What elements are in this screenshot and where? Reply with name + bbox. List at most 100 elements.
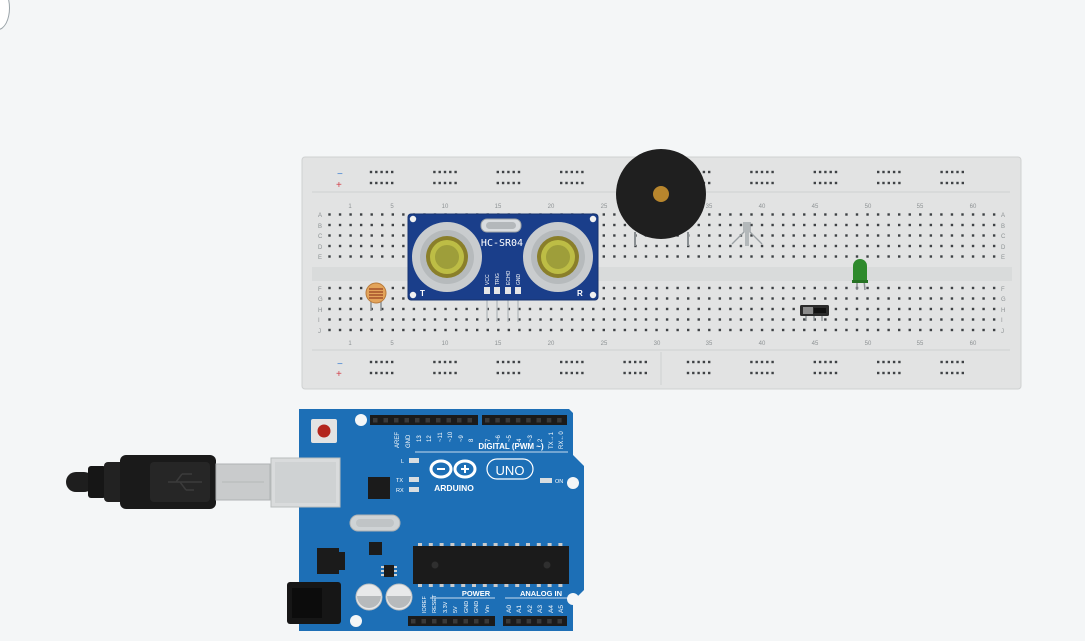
analog-header-label: ANALOG IN	[520, 589, 562, 598]
breadboard-hole	[971, 307, 975, 311]
chip-pin	[439, 543, 444, 546]
breadboard-hole	[887, 318, 890, 321]
breadboard-holes[interactable]	[328, 170, 996, 375]
breadboard-hole	[581, 318, 584, 321]
pin-label-aref: AREF	[395, 432, 401, 448]
breadboard-hole	[359, 244, 363, 248]
col-num: 60	[970, 204, 977, 210]
row-letter: A	[318, 213, 322, 219]
digital-header-holes	[373, 418, 562, 423]
breadboard-hole	[803, 223, 806, 227]
arduino-uno[interactable]: AREF GND 13 12 ~11 ~10 ~9 8 7 ~6 ~5 4 ~3…	[270, 409, 584, 631]
pin-label: GND	[474, 601, 480, 613]
breadboard-hole	[781, 213, 785, 216]
reset-button[interactable]	[317, 424, 331, 438]
analog-header[interactable]	[503, 616, 567, 626]
chip-pin	[482, 584, 487, 587]
breadboard-hole	[982, 297, 985, 300]
breadboard-hole	[444, 318, 447, 321]
rail-hole	[829, 170, 832, 174]
rail-hole	[961, 360, 964, 364]
chip-pin	[558, 584, 563, 587]
row-letter: I	[318, 318, 320, 324]
breadboard-hole	[940, 255, 943, 258]
breadboard-hole	[623, 297, 627, 300]
mount-hole	[350, 615, 362, 627]
breadboard-hole	[381, 255, 384, 258]
digital-header-left[interactable]	[370, 415, 478, 425]
rail-hole	[581, 371, 584, 375]
rail-hole	[834, 360, 838, 364]
breadboard-hole	[940, 328, 943, 332]
rail-hole	[750, 170, 753, 174]
photoresistor[interactable]	[365, 282, 387, 311]
green-led[interactable]	[852, 259, 868, 291]
slide-switch[interactable]	[800, 305, 829, 321]
breadboard-hole	[771, 213, 774, 216]
usb-cable[interactable]	[66, 455, 271, 509]
header-hole	[515, 418, 521, 423]
breadboard-hole	[792, 223, 795, 227]
mount-hole	[567, 477, 579, 489]
breadboard-hole	[771, 223, 774, 227]
chip-pin	[450, 543, 455, 546]
digital-header-right[interactable]	[482, 415, 567, 425]
breadboard-hole	[803, 328, 806, 332]
rail-hole	[565, 181, 568, 185]
rail-hole	[750, 360, 753, 364]
breadboard-hole	[771, 297, 774, 300]
breadboard-hole	[898, 318, 901, 321]
breadboard-hole	[929, 307, 933, 311]
row-letter: B	[1001, 224, 1005, 230]
breadboard-hole	[655, 244, 658, 248]
power-pin-labels: IOREF RESET 3.3V 5V GND GND Vin	[422, 594, 491, 613]
breadboard-hole	[961, 244, 964, 248]
rgb-led-legs[interactable]	[731, 222, 763, 246]
breadboard-hole	[781, 255, 785, 258]
breadboard-hole	[644, 297, 648, 300]
header-hole	[446, 418, 451, 423]
breadboard-hole	[739, 297, 743, 300]
rail-hole	[771, 181, 774, 185]
col-num: 40	[759, 204, 766, 210]
ultrasonic-sensor[interactable]: HC-SR04 T R VCC TRIG ECHO GND	[407, 213, 599, 322]
breadboard-hole	[697, 297, 700, 300]
header-hole	[557, 619, 562, 624]
row-letter: F	[1001, 287, 1005, 293]
col-num: 20	[548, 341, 555, 347]
breadboard-hole	[950, 318, 954, 321]
breadboard-hole	[328, 297, 331, 300]
breadboard-hole	[623, 318, 627, 321]
breadboard-hole	[359, 297, 363, 300]
pin-label-gnd: GND	[406, 434, 412, 448]
breadboard-hole	[592, 307, 595, 311]
breadboard-hole	[855, 328, 859, 332]
breadboard-hole	[982, 213, 985, 216]
breadboard-hole	[866, 255, 869, 258]
rail-hole	[877, 181, 880, 185]
breadboard-hole	[908, 297, 911, 300]
switch-knob[interactable]	[803, 307, 813, 314]
breadboard-hole	[465, 318, 468, 321]
breadboard-hole	[602, 223, 605, 227]
breadboard-hole	[898, 213, 901, 216]
rail-hole	[697, 360, 700, 364]
breadboard-hole	[982, 223, 985, 227]
breadboard-hole	[813, 328, 816, 332]
sensor-pin-pads[interactable]	[484, 287, 521, 294]
breadboard-hole	[718, 213, 722, 216]
breadboard-hole	[687, 318, 690, 321]
piezo-buzzer[interactable]	[616, 149, 706, 246]
mount-hole	[355, 414, 367, 426]
power-header[interactable]	[408, 616, 495, 626]
rail-hole	[708, 181, 711, 185]
breadboard-hole	[940, 307, 943, 311]
col-num: 60	[970, 341, 977, 347]
breadboard-hole	[634, 255, 637, 258]
rail-hole	[501, 360, 505, 364]
header-hole	[373, 418, 378, 423]
breadboard-hole	[359, 234, 363, 237]
breadboard-hole	[824, 244, 827, 248]
rail-hole	[639, 371, 642, 375]
